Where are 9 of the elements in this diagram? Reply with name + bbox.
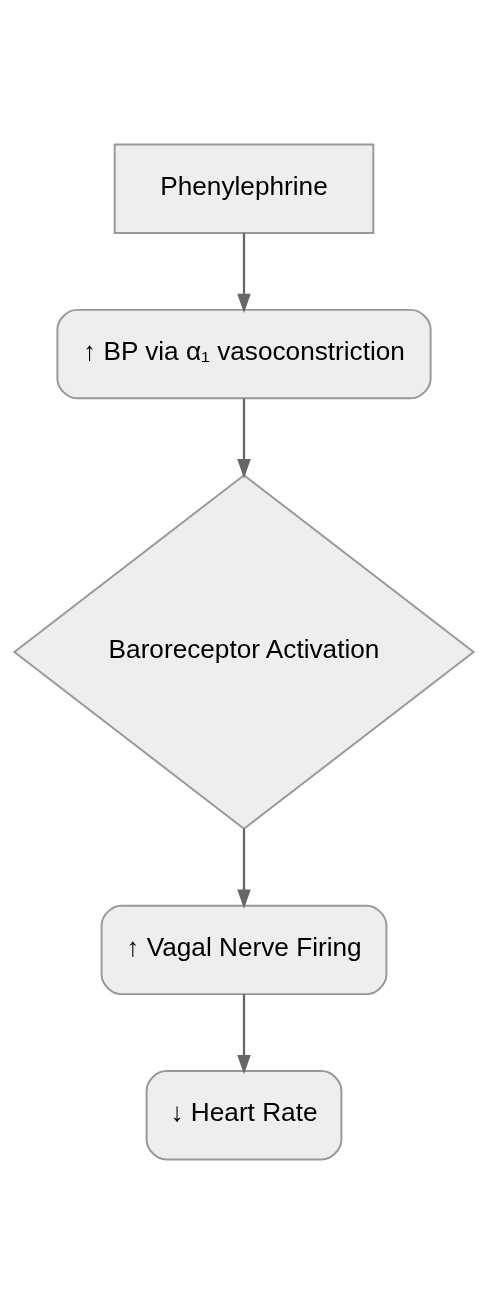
- node-box: ↑ Vagal Nerve Firing: [100, 904, 388, 996]
- node-box: Phenylephrine: [113, 143, 375, 234]
- arrow: [237, 994, 251, 1075]
- node-box: ↑ BP via α₁ vasoconstriction: [56, 308, 432, 400]
- node-box: ↓ Heart Rate: [145, 1070, 343, 1161]
- arrow: [237, 232, 251, 314]
- arrow: [237, 398, 251, 479]
- node-diamond: Baroreceptor Activation: [12, 473, 476, 831]
- arrow: [237, 828, 251, 909]
